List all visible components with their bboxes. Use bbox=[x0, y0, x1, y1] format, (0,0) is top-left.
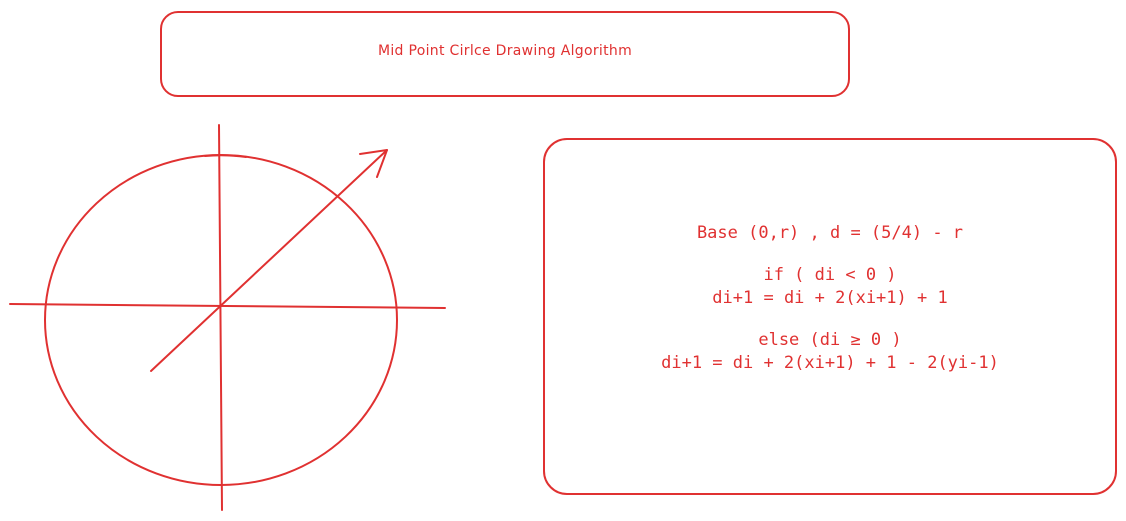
arrowhead bbox=[359, 149, 388, 178]
y-axis bbox=[218, 124, 223, 511]
else-update: di+1 = di + 2(xi+1) + 1 - 2(yi-1) bbox=[661, 353, 999, 373]
circle-outline-overlap bbox=[204, 154, 247, 158]
algorithm-box: Base (0,r) , d = (5/4) - r if ( di < 0 )… bbox=[543, 138, 1117, 495]
else-condition: else (di ≥ 0 ) bbox=[758, 330, 902, 350]
x-axis bbox=[9, 303, 446, 309]
if-update: di+1 = di + 2(xi+1) + 1 bbox=[712, 288, 948, 308]
if-condition: if ( di < 0 ) bbox=[763, 265, 897, 285]
diagram-title: Mid Point Cirlce Drawing Algorithm bbox=[377, 43, 633, 59]
algorithm-text: Base (0,r) , d = (5/4) - r if ( di < 0 )… bbox=[545, 222, 1115, 375]
base-line: Base (0,r) , d = (5/4) - r bbox=[696, 223, 964, 243]
diagonal-arrow-shaft bbox=[150, 149, 388, 372]
title-box: Mid Point Cirlce Drawing Algorithm bbox=[160, 11, 850, 97]
